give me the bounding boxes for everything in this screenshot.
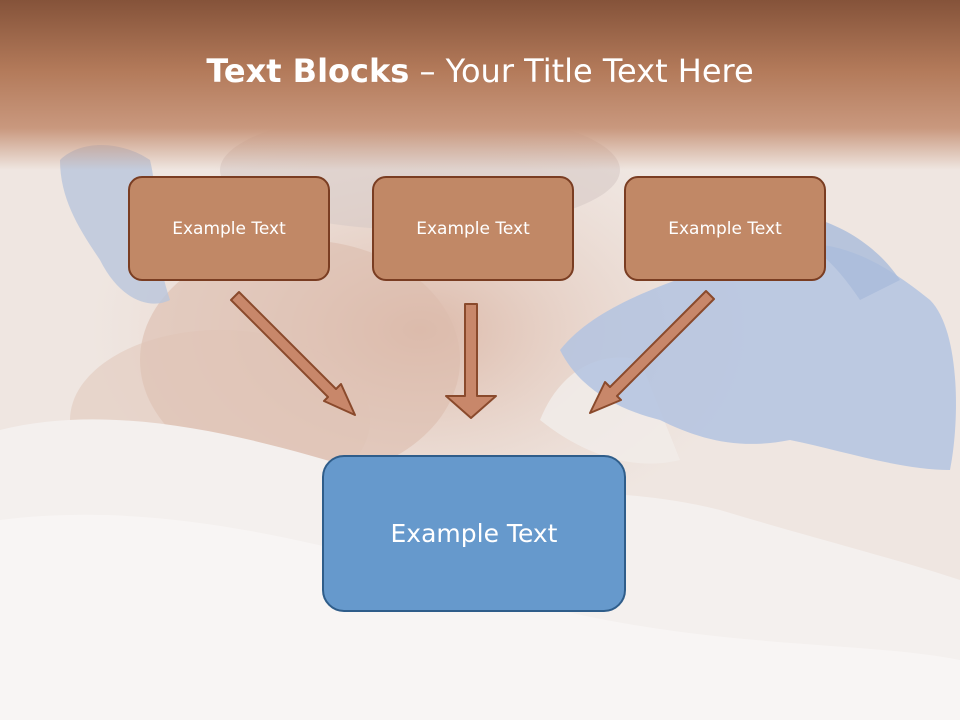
title-bold: Text Blocks [206,52,410,90]
text-block-left[interactable]: Example Text [128,176,330,281]
target-text-block[interactable]: Example Text [322,455,626,612]
arrow-down [445,303,497,419]
text-block-center[interactable]: Example Text [372,176,574,281]
title-dash: – [409,52,446,90]
slide-title: Text Blocks – Your Title Text Here [0,52,960,90]
arrow-left-diagonal [230,291,356,416]
title-rest: Your Title Text Here [445,52,754,90]
text-block-right[interactable]: Example Text [624,176,826,281]
arrow-right-diagonal [589,290,715,414]
